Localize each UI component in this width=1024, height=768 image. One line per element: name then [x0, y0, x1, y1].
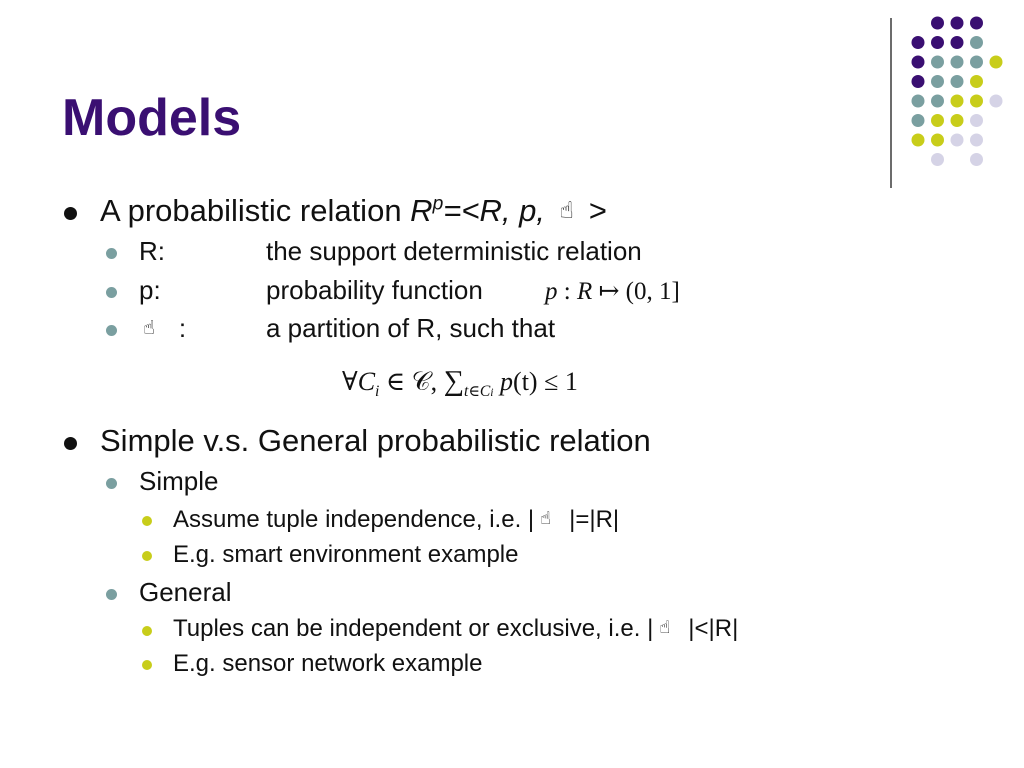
pointing-hand-icon: ☝ [143, 316, 155, 339]
item-text: Tuples can be independent or exclusive, … [173, 615, 654, 642]
forall-symbol: ∀ [342, 367, 358, 396]
formula-rest: (t) ≤ 1 [513, 367, 578, 396]
decorative-dot [989, 55, 1003, 69]
list-item-probabilistic-relation: A probabilistic relation Rp=<R, p, ☝ > [100, 193, 606, 229]
item-label-partition: ☝: [139, 313, 186, 344]
decorative-dot [931, 36, 944, 49]
bullet-level2 [106, 325, 117, 336]
decorative-dot [931, 75, 944, 88]
c-symbol: C [357, 367, 376, 396]
formula-map: ↦ (0, 1] [592, 278, 680, 305]
list-item-independent-or-exclusive: Tuples can be independent or exclusive, … [173, 615, 738, 643]
item-desc-r: the support deterministic relation [266, 236, 642, 266]
formula-p: p [493, 367, 514, 396]
item-text: A probabilistic relation [100, 193, 411, 228]
decorative-dot [950, 75, 964, 88]
item-text: |<|R| [688, 615, 739, 642]
list-item-simple: Simple [139, 466, 219, 496]
calligraphic-c: 𝒞 [411, 367, 431, 396]
divider-line [890, 18, 892, 188]
partition-colon: : [178, 313, 187, 343]
slide-title: Models [62, 89, 242, 147]
list-item-tuple-independence: Assume tuple independence, i.e. |☝ |=|R| [173, 506, 619, 534]
decorative-dot [931, 133, 944, 147]
list-item-simple-vs-general: Simple v.s. General probabilistic relati… [100, 423, 651, 458]
list-item-general: General [139, 577, 232, 607]
formula-comma: , [430, 367, 444, 396]
pointing-hand-icon: ☝ [659, 617, 671, 638]
probability-function-formula: p : R ↦ (0, 1] [545, 276, 680, 306]
sum-symbol: ∑ [443, 366, 464, 397]
decorative-dot [950, 114, 964, 127]
item-text: Assume tuple independence, i.e. | [173, 506, 535, 533]
closing-bracket: > [579, 193, 607, 228]
bullet-level2 [106, 589, 117, 600]
superscript-p: p [432, 193, 444, 215]
decorative-dot [970, 75, 983, 88]
item-desc-p: probability function [266, 275, 483, 305]
bullet-level3 [142, 516, 152, 526]
decorative-dot [931, 114, 944, 127]
formula-p: p [545, 278, 558, 305]
sum-subscript-i: i [490, 386, 494, 400]
bullet-level3 [142, 551, 152, 561]
decorative-dot [989, 94, 1003, 108]
tuple-text: =<R, p, [443, 193, 554, 228]
decorative-dot [950, 133, 964, 147]
decorative-dot [911, 94, 925, 108]
partition-constraint-formula: ∀Ci ∈ 𝒞, ∑t∈Ci p(t) ≤ 1 [342, 366, 578, 401]
formula-r: R [576, 278, 593, 305]
decorative-dot [911, 133, 925, 147]
decorative-dot [970, 114, 983, 127]
decorative-dot [970, 153, 983, 166]
in-symbol: ∈ [379, 367, 412, 396]
decorative-dot [970, 16, 983, 30]
decorative-dot [931, 16, 944, 30]
decorative-dot [970, 94, 983, 108]
pointing-hand-icon: ☝ [559, 197, 574, 224]
item-text: |=|R| [569, 506, 620, 533]
decorative-dot [950, 36, 964, 49]
decorative-dot [950, 16, 964, 30]
bullet-level2 [106, 248, 117, 259]
item-label-p: p: [139, 275, 161, 305]
bullet-level1 [64, 437, 77, 450]
decorative-dot [950, 55, 964, 69]
subscript-i: i [375, 383, 380, 401]
decorative-dot [950, 94, 964, 108]
bullet-level3 [142, 626, 152, 636]
decorative-dot [911, 114, 925, 127]
decorative-dot [931, 94, 944, 108]
list-item-sensor-network: E.g. sensor network example [173, 650, 483, 677]
decorative-dot [970, 133, 983, 147]
sum-subscript: t∈C [464, 383, 491, 401]
decorative-dot [911, 55, 925, 69]
bullet-level2 [106, 287, 117, 298]
relation-symbol: R [410, 193, 433, 228]
decorative-dot [911, 36, 925, 49]
list-item-smart-environment: E.g. smart environment example [173, 541, 519, 568]
bullet-level2 [106, 478, 117, 489]
formula-colon: : [557, 278, 577, 305]
decorative-dot [970, 36, 983, 49]
decorative-dot [970, 55, 983, 69]
pointing-hand-icon: ☝ [540, 508, 552, 529]
item-label-r: R: [139, 236, 165, 266]
decorative-dot [931, 153, 944, 166]
bullet-level1 [64, 207, 77, 220]
decorative-dot [931, 55, 944, 69]
bullet-level3 [142, 660, 152, 670]
item-desc-partition: a partition of R, such that [266, 313, 556, 343]
decorative-dot [911, 75, 925, 88]
